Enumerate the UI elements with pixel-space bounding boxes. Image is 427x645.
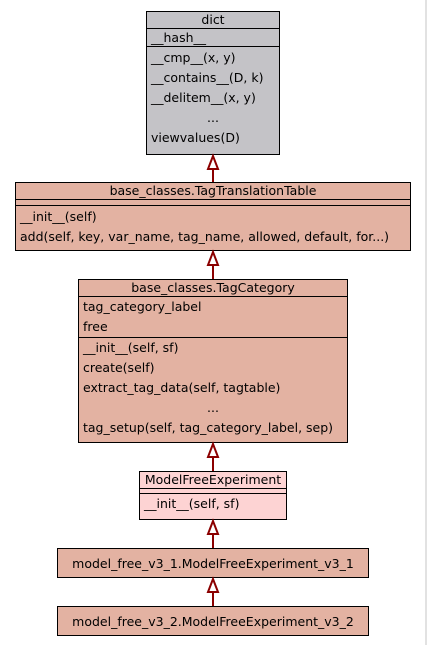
method-ellipsis: ... — [207, 400, 219, 415]
method: __init__(self) — [20, 209, 97, 224]
method-ellipsis: ... — [207, 110, 219, 125]
class-name: model_free_v3_1.ModelFreeExperiment_v3_1 — [72, 555, 354, 571]
class-tag-category[interactable]: base_classes.TagCategory tag_category_la… — [78, 279, 348, 443]
method: __init__(self, sf) — [144, 496, 240, 511]
inheritance-arrow — [206, 441, 220, 471]
class-dict[interactable]: dict __hash__ __cmp__(x, y) __contains__… — [146, 11, 280, 155]
attribute: tag_category_label — [83, 299, 202, 314]
attributes-section: __hash__ — [147, 28, 279, 46]
methods-section: __init__(self, sf) create(self) extract_… — [79, 337, 347, 440]
attributes-section — [16, 199, 410, 205]
class-tag-translation-table[interactable]: base_classes.TagTranslationTable __init_… — [15, 182, 411, 251]
class-name: base_classes.TagTranslationTable — [109, 183, 317, 198]
attribute: __hash__ — [151, 30, 207, 45]
attribute: free — [83, 319, 108, 334]
methods-section: __cmp__(x, y) __contains__(D, k) __delit… — [147, 46, 279, 150]
method: __cmp__(x, y) — [151, 50, 236, 65]
method: viewvalues(D) — [151, 130, 240, 145]
class-name: ModelFreeExperiment — [144, 472, 282, 487]
class-model-free-experiment-v3-2[interactable]: model_free_v3_2.ModelFreeExperiment_v3_2 — [57, 606, 369, 636]
method: create(self) — [83, 360, 155, 375]
class-model-free-experiment-v3-1[interactable]: model_free_v3_1.ModelFreeExperiment_v3_1 — [57, 548, 369, 578]
attributes-section: tag_category_label free — [79, 296, 347, 337]
method: add(self, key, var_name, tag_name, allow… — [20, 229, 390, 244]
method: __delitem__(x, y) — [151, 90, 256, 105]
method: extract_tag_data(self, tagtable) — [83, 380, 281, 395]
method: __contains__(D, k) — [151, 70, 264, 85]
inheritance-arrow — [206, 249, 220, 279]
class-name: model_free_v3_2.ModelFreeExperiment_v3_2 — [72, 613, 354, 629]
class-model-free-experiment[interactable]: ModelFreeExperiment __init__(self, sf) — [139, 471, 287, 520]
inheritance-arrow — [206, 153, 220, 182]
method: tag_setup(self, tag_category_label, sep) — [83, 420, 334, 435]
inheritance-arrow — [206, 518, 220, 548]
class-name: dict — [201, 12, 225, 27]
class-name: base_classes.TagCategory — [131, 280, 295, 295]
attributes-section — [140, 488, 286, 493]
method: __init__(self, sf) — [83, 340, 179, 355]
methods-section: __init__(self) add(self, key, var_name, … — [16, 205, 410, 249]
methods-section: __init__(self, sf) — [140, 493, 286, 516]
inheritance-arrow — [206, 576, 220, 606]
page-edge-line — [425, 0, 427, 645]
